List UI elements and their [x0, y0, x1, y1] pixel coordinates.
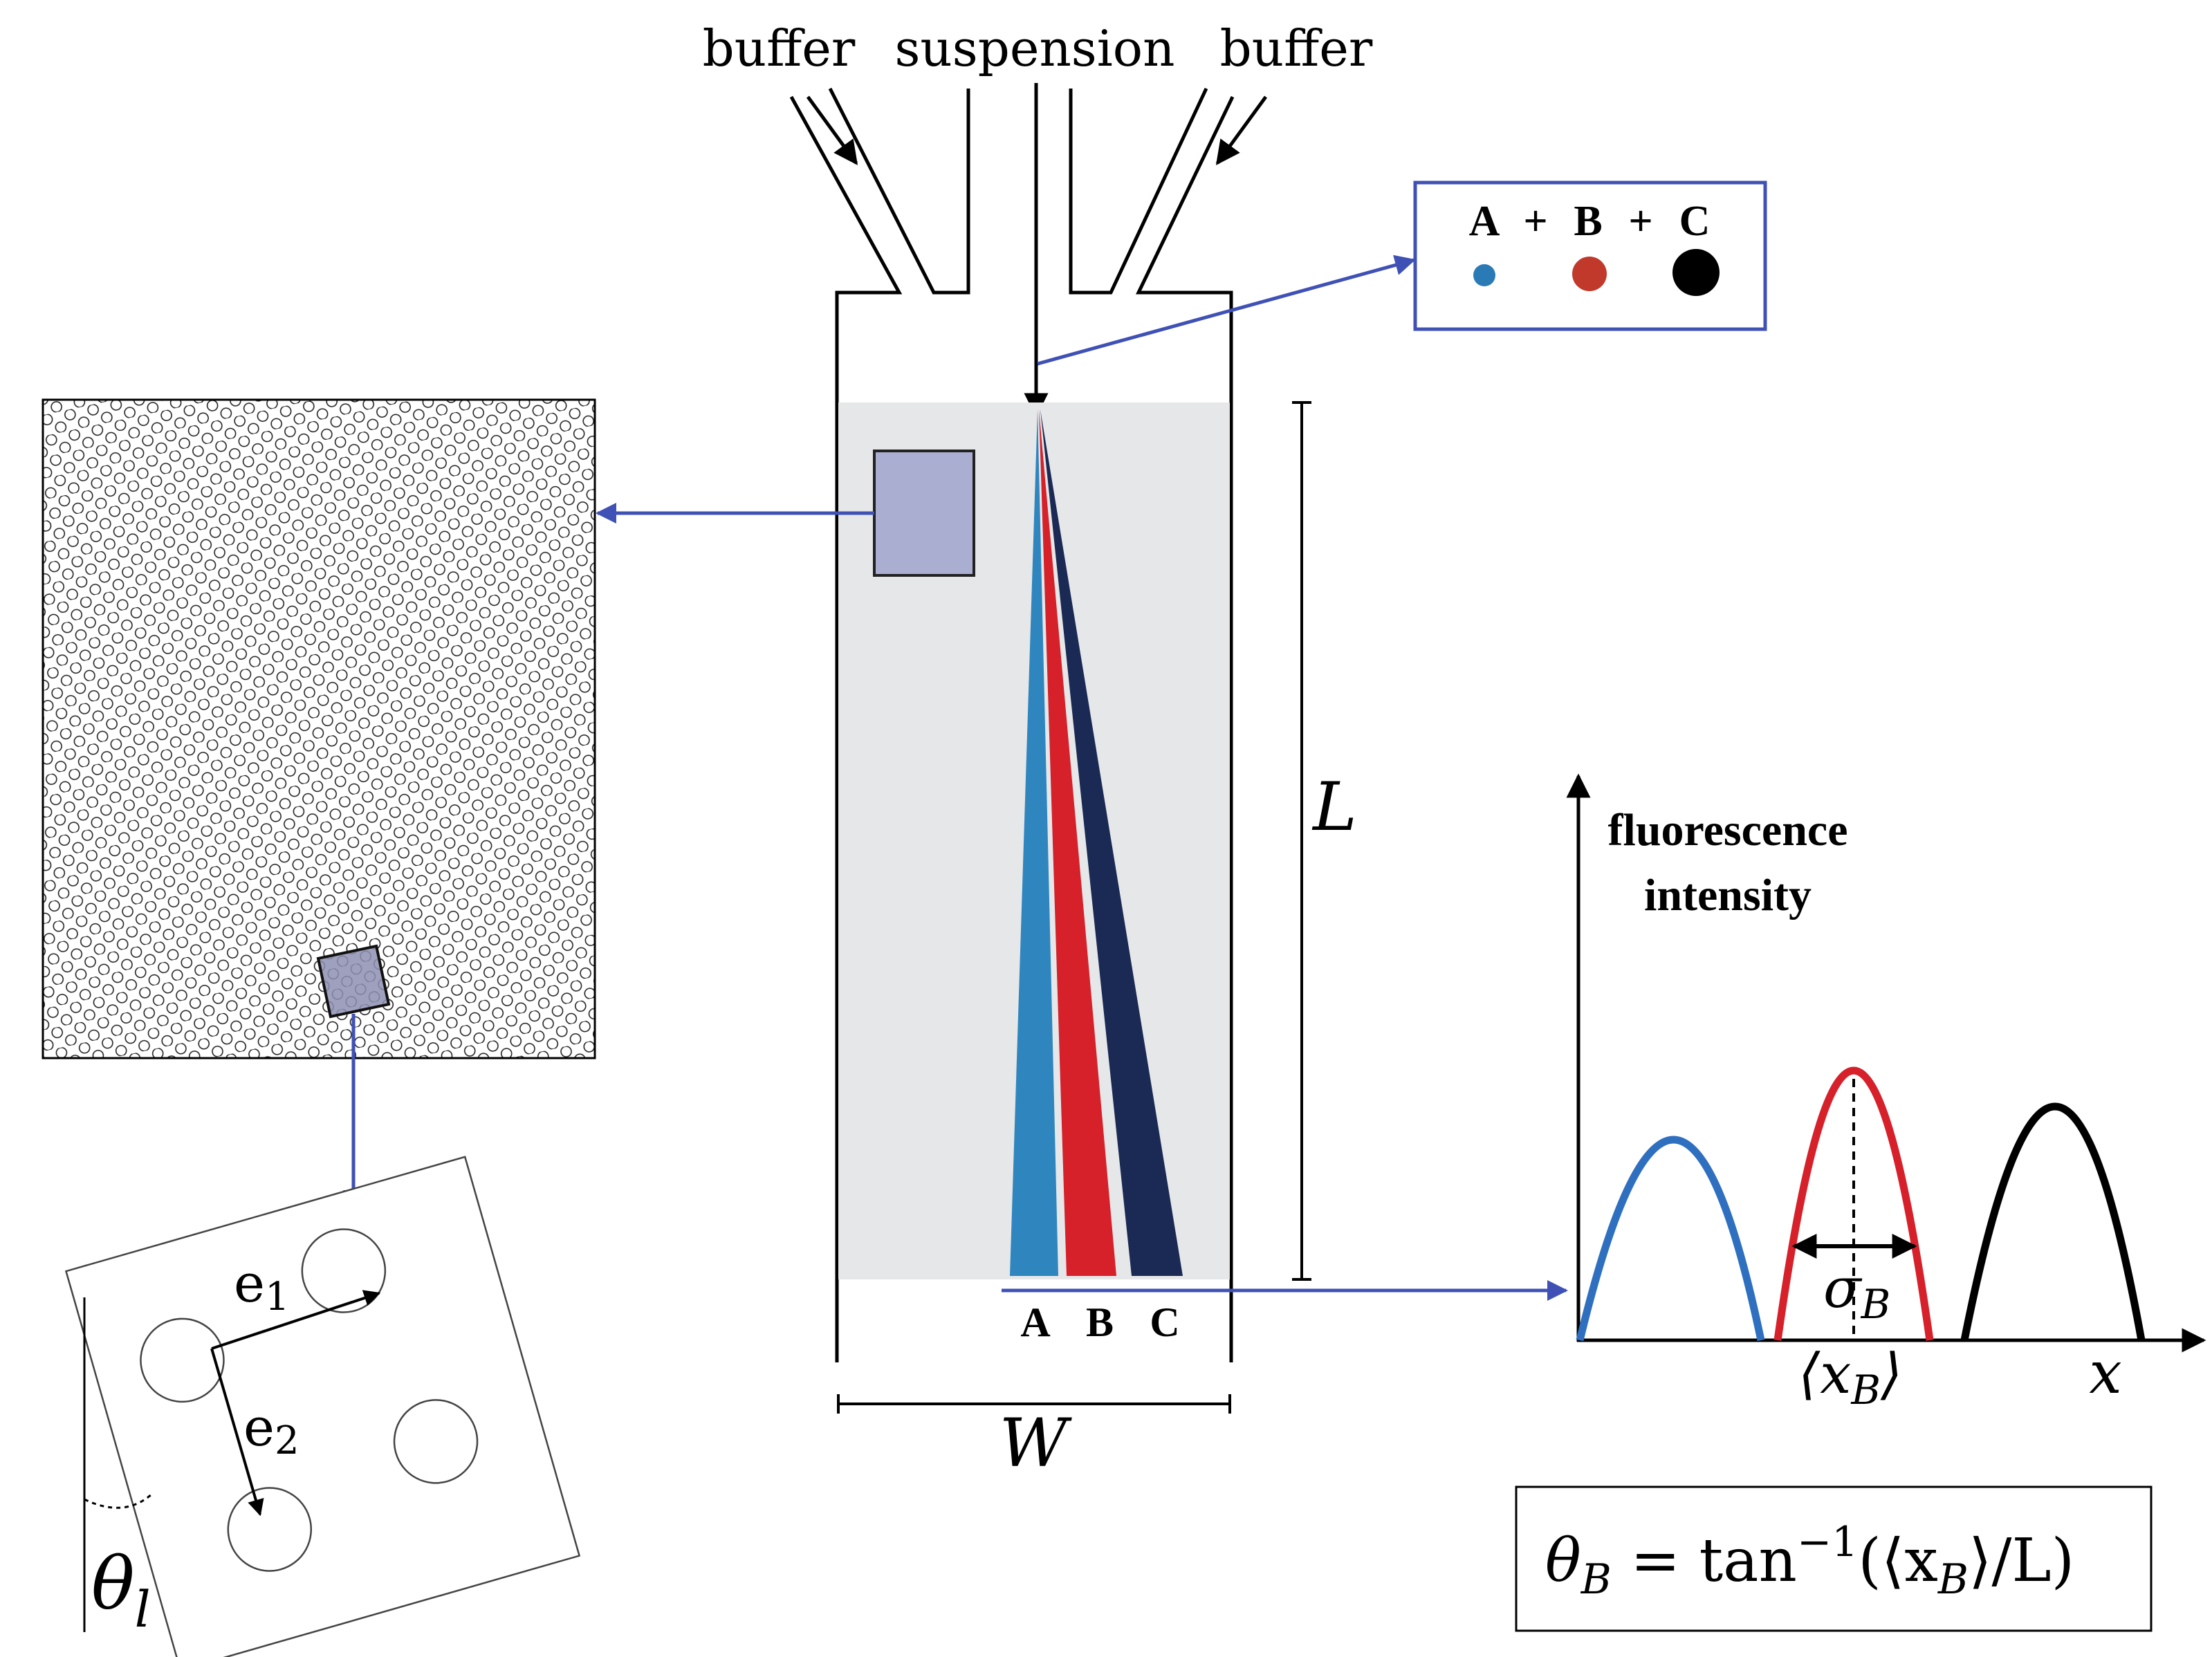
- legend-connector: [1037, 254, 1416, 366]
- peak-a: [1576, 1136, 1765, 1342]
- width-label: W: [999, 1405, 1073, 1482]
- peak-b: [1773, 1066, 1934, 1341]
- vector-e1-label: e1: [234, 1252, 290, 1320]
- stream-a: [1010, 409, 1058, 1276]
- legend-label-a: A: [1469, 198, 1500, 245]
- sigma-label: σB: [1823, 1256, 1890, 1328]
- vector-e2-label: e2: [243, 1396, 299, 1463]
- vector-e2: [210, 1348, 264, 1517]
- channel-outline: [789, 87, 1235, 1362]
- stream-b: [1039, 409, 1116, 1276]
- legend-plus-2: +: [1628, 198, 1652, 245]
- length-dimension: [1292, 401, 1311, 1281]
- legend-label-c: C: [1679, 198, 1711, 245]
- peak-c: [1960, 1102, 2146, 1342]
- length-label: L: [1311, 768, 1357, 846]
- inlet-arrow-left: [806, 95, 858, 165]
- legend-label-b: B: [1574, 198, 1602, 245]
- formula: θB = tan−1(⟨xB⟩/L): [1545, 1518, 2074, 1604]
- legend-dot-a: [1473, 264, 1495, 286]
- inlet-label-left: buffer: [703, 19, 856, 77]
- inlet-label-right: buffer: [1220, 19, 1373, 77]
- stream-label-c: C: [1150, 1299, 1179, 1345]
- lattice-zoom-panel: [42, 398, 596, 1059]
- plot-ylabel-line1: fluorescence: [1608, 805, 1848, 855]
- legend-dot-c: [1672, 249, 1720, 296]
- formula-box: [1515, 1485, 2153, 1632]
- stream-c: [1040, 409, 1183, 1276]
- inlet-label-center: suspension: [894, 19, 1174, 77]
- stream-label-b: B: [1086, 1299, 1114, 1345]
- vector-e1: [211, 1290, 381, 1350]
- width-dimension: [837, 1394, 1231, 1414]
- channel-window-box: [873, 450, 975, 577]
- mean-label: ⟨xB⟩: [1798, 1342, 1902, 1414]
- inlet-arrow-right: [1215, 95, 1268, 165]
- angle-arc: [84, 1492, 154, 1509]
- plot-ylabel-line2: intensity: [1644, 870, 1812, 920]
- stream-label-a: A: [1020, 1299, 1050, 1345]
- plot-xlabel: x: [2089, 1339, 2121, 1407]
- unit-cell-detail: [64, 1156, 581, 1657]
- legend-plus-1: +: [1523, 198, 1547, 245]
- legend-dot-b: [1572, 257, 1607, 291]
- unit-cell-box: [316, 944, 391, 1019]
- angle-label: θl: [91, 1542, 151, 1638]
